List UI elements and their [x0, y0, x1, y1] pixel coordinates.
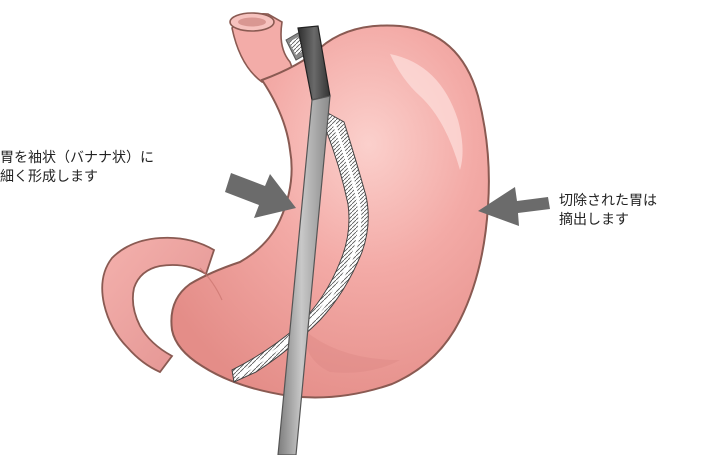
sleeve-shaping-caption: 胃を袖状（バナナ状）に 細く形成します — [0, 149, 154, 187]
resected-caption-line2: 摘出します — [559, 211, 657, 230]
sleeve-caption-line2: 細く形成します — [0, 168, 154, 187]
stomach — [171, 25, 489, 397]
resected-caption-line1: 切除された胃は — [559, 192, 657, 211]
sleeve-caption-line1: 胃を袖状（バナナ状）に — [0, 149, 154, 168]
resected-stomach-caption: 切除された胃は 摘出します — [559, 192, 657, 230]
